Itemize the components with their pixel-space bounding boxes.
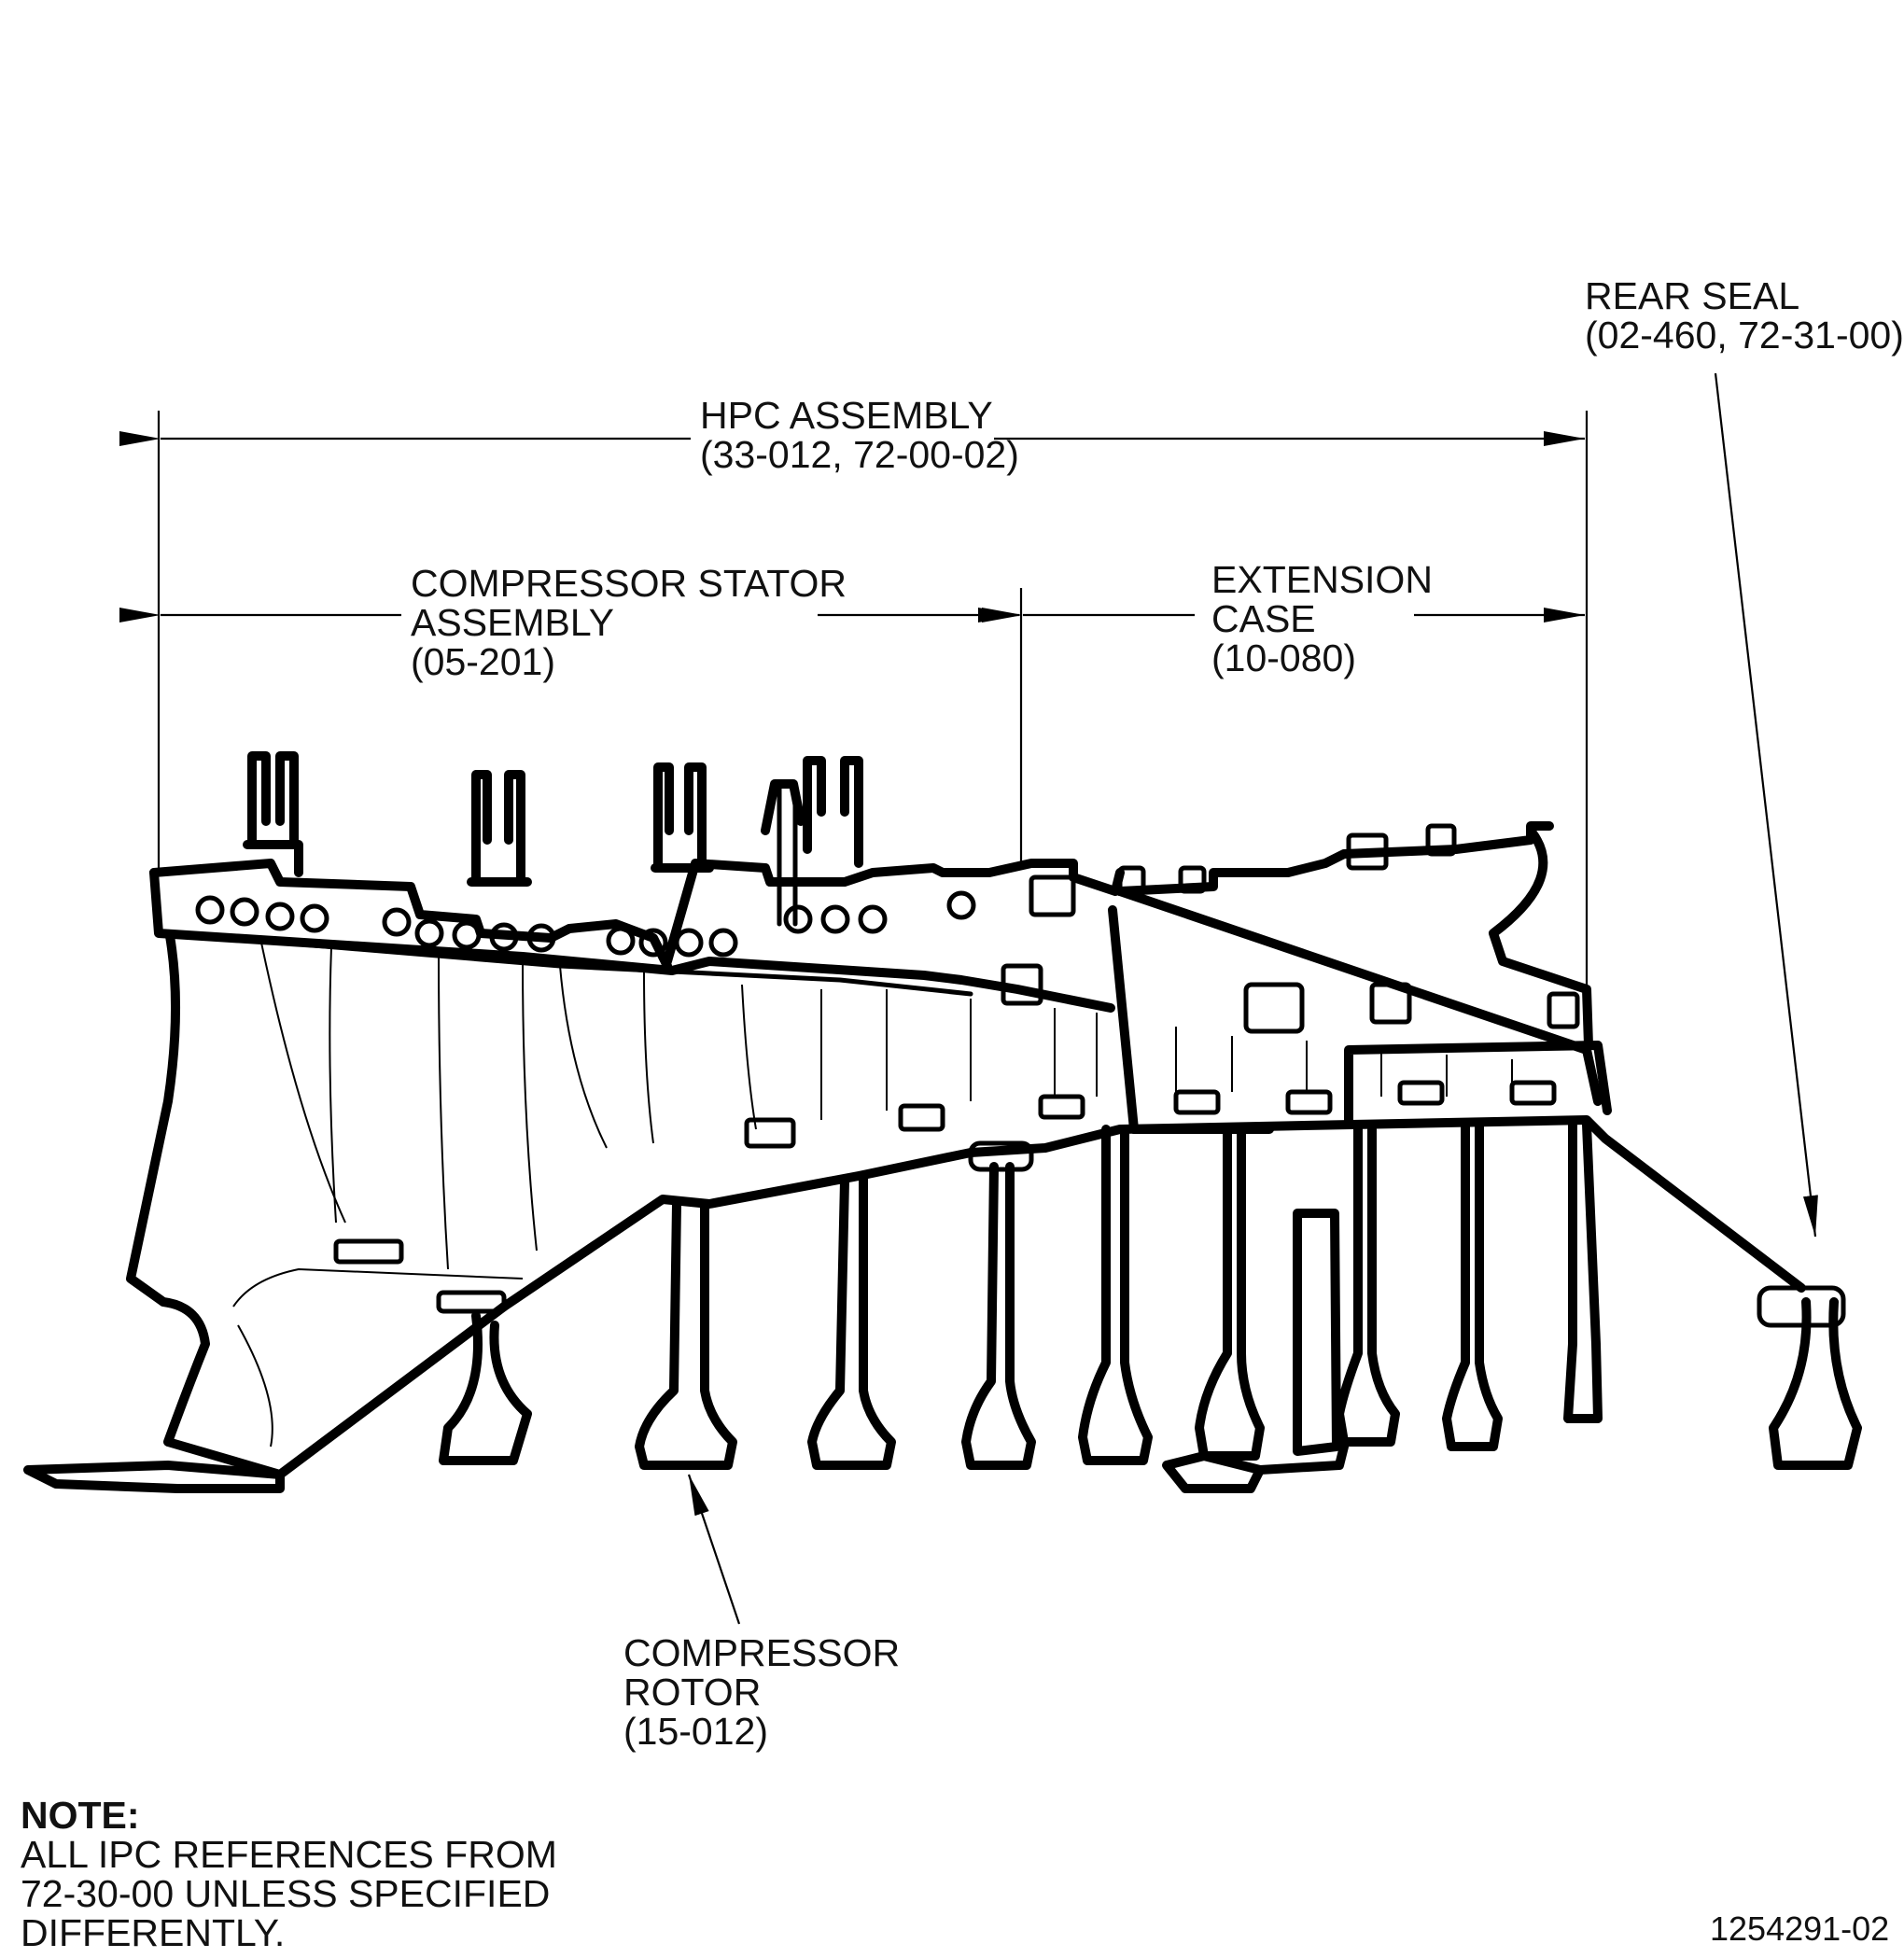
compressor-rotor-line2: ROTOR — [623, 1671, 762, 1713]
hpc-assembly-ref: (33-012, 72-00-02) — [700, 433, 1019, 476]
front-frame — [23, 931, 524, 1493]
figure-id: 1254291-02 — [1710, 1909, 1890, 1948]
note-title: NOTE: — [21, 1794, 140, 1837]
rear-seal-ref: (02-460, 72-31-00) — [1585, 314, 1904, 357]
note-line1: ALL IPC REFERENCES FROM — [21, 1833, 557, 1876]
rotor-disks — [439, 1120, 1862, 1493]
compressor-rotor-ref: (15-012) — [623, 1710, 768, 1753]
stator-assembly-line1: COMPRESSOR STATOR — [411, 562, 847, 605]
extension-case-line1: EXTENSION — [1211, 558, 1433, 601]
dimension-lines — [119, 372, 1818, 1625]
casing-bolt-circles — [195, 890, 976, 958]
note-line3: DIFFERENTLY. — [21, 1911, 286, 1954]
hpc-assembly-title: HPC ASSEMBLY — [700, 394, 993, 437]
rear-seal-line1: REAR SEAL — [1585, 274, 1800, 317]
rotor-drum — [499, 1041, 1806, 1311]
stator-casing — [149, 821, 1603, 1134]
vane-actuators — [243, 751, 863, 927]
stator-assembly-line2: ASSEMBLY — [411, 601, 614, 644]
extension-case-line2: CASE — [1211, 597, 1316, 640]
compressor-rotor-line1: COMPRESSOR — [623, 1631, 901, 1674]
note-line2: 72-30-00 UNLESS SPECIFIED — [21, 1872, 551, 1915]
stator-assembly-ref: (05-201) — [411, 640, 555, 683]
rotor-blades — [260, 942, 1513, 1270]
hardware-details — [333, 823, 1846, 1328]
extension-case-ref: (10-080) — [1211, 636, 1356, 679]
